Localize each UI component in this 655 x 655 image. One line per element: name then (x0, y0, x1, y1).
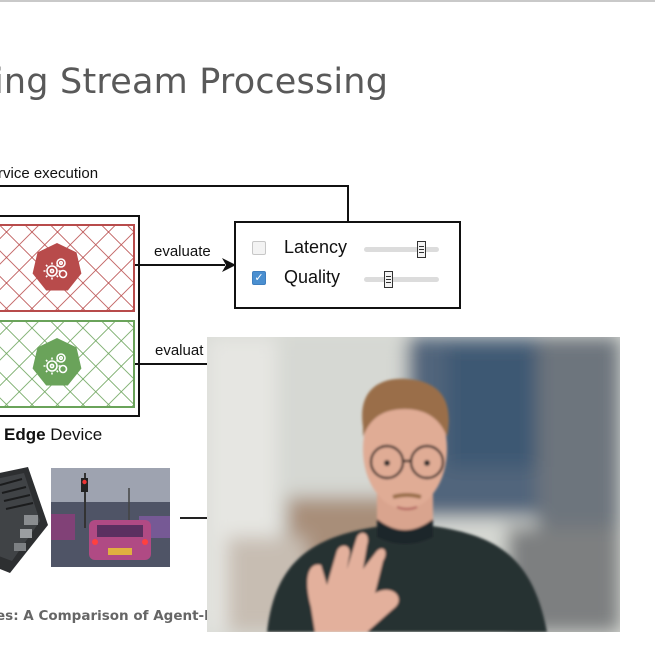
latency-checkbox[interactable] (252, 241, 266, 255)
edge-hardware-photo (0, 465, 50, 577)
quality-slider[interactable] (364, 271, 439, 288)
quality-checkbox[interactable]: ✓ (252, 271, 266, 285)
slide-title: ing Stream Processing (0, 62, 389, 102)
evaluate-label-top: evaluate (154, 243, 211, 260)
evaluate-arrow-bottom (135, 363, 210, 365)
evaluate-arrow-top (135, 264, 225, 266)
feedback-label: rvice execution (0, 165, 99, 182)
green-service-panel (0, 320, 135, 408)
traffic-camera-photo (51, 468, 170, 567)
edge-label-rest: Device (45, 425, 103, 444)
qos-row-latency: Latency (252, 237, 452, 261)
arrow-head-icon (222, 258, 236, 272)
qos-panel: Latency ✓ Quality (234, 221, 461, 309)
evaluate-label-bottom: evaluat (155, 342, 204, 359)
qos-row-quality: ✓ Quality (252, 267, 452, 291)
service-gear-icon (32, 243, 82, 291)
presenter-video-overlay (207, 337, 620, 632)
quality-label: Quality (284, 267, 341, 287)
slide-footer: es: A Comparison of Agent-base (0, 608, 241, 624)
connector-line (180, 517, 210, 519)
feedback-line-horizontal (0, 185, 348, 187)
quality-slider-thumb[interactable] (384, 271, 393, 288)
edge-label-bold: Edge (4, 425, 46, 444)
latency-slider[interactable] (364, 241, 439, 258)
service-gear-icon (32, 338, 82, 386)
slide-top-border (0, 0, 655, 2)
checkmark-icon: ✓ (254, 272, 264, 284)
latency-slider-thumb[interactable] (417, 241, 426, 258)
feedback-line-vertical (347, 185, 349, 221)
latency-label: Latency (284, 237, 348, 257)
edge-device-label: Edge Device (4, 425, 102, 445)
